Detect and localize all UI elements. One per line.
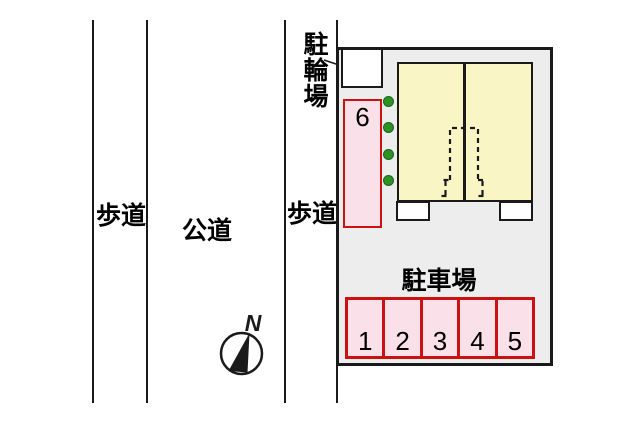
parking-spot-5: 5 [497, 300, 533, 356]
shrub-icon [383, 175, 394, 186]
parking-spot-1: 1 [348, 300, 386, 356]
parking-row: 1 2 3 4 5 [345, 297, 535, 359]
porch-step-right [499, 201, 533, 221]
bicycle-parking-area [341, 48, 383, 88]
car-parking-label: 駐車場 [401, 267, 477, 295]
north-letter: N [245, 310, 262, 336]
road-line-2 [146, 20, 148, 403]
entrance-approach-dashed-outline-icon [441, 126, 487, 198]
parking-spot-4-number: 4 [470, 326, 485, 356]
parking-spot-2-number: 2 [395, 326, 410, 356]
parking-spot-6: 6 [343, 99, 382, 228]
parking-spot-1-number: 1 [357, 326, 373, 356]
building-unit-divider [463, 62, 466, 202]
road-line-3 [284, 20, 286, 403]
parking-spot-2: 2 [385, 300, 423, 356]
north-compass-icon: N [219, 310, 264, 376]
shrub-icon [383, 122, 394, 133]
road-line-1 [92, 20, 94, 403]
shrub-icon [383, 96, 394, 107]
bicycle-parking-label: 駐輪場 [300, 31, 328, 109]
sidewalk-left-label: 歩道 [95, 202, 146, 230]
porch-step-left [396, 201, 430, 221]
parking-spot-6-number: 6 [355, 102, 370, 132]
shrub-icon [383, 149, 394, 160]
public-road-label: 公道 [181, 217, 232, 245]
sidewalk-right-label: 歩道 [286, 200, 337, 228]
parking-spot-3: 3 [422, 300, 461, 356]
parking-spot-3-number: 3 [432, 326, 448, 356]
parking-spot-5-number: 5 [507, 326, 523, 356]
parking-spot-4: 4 [460, 300, 498, 356]
